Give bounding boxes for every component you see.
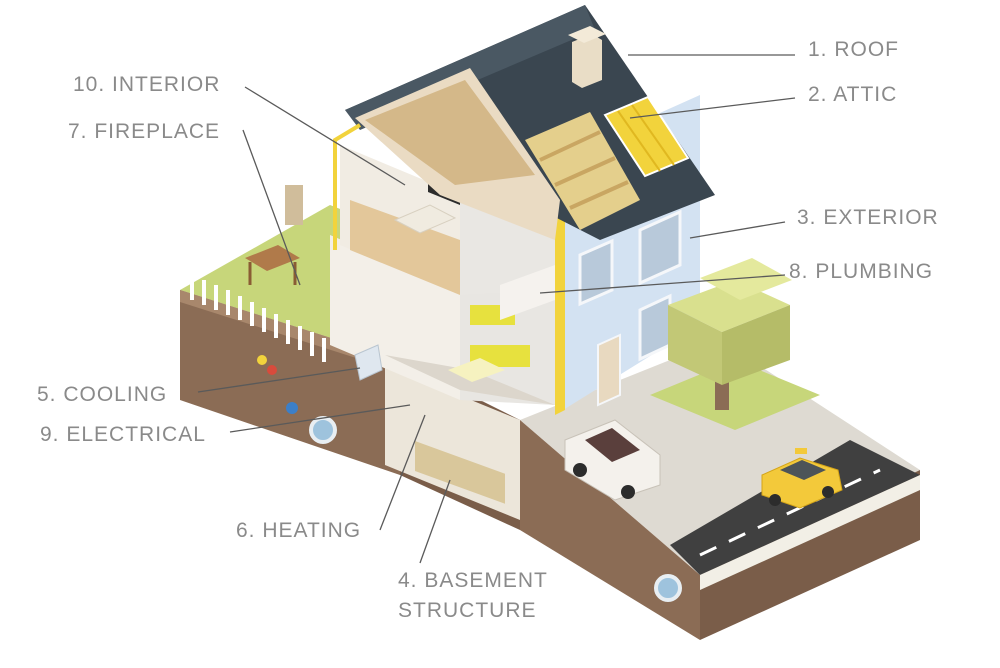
tree (650, 258, 820, 430)
label-exterior: 3. EXTERIOR (797, 206, 939, 229)
leader-basement (419, 479, 451, 564)
label-cooling: 5. COOLING (37, 383, 168, 406)
label-interior: 10. INTERIOR (73, 73, 221, 96)
roof (333, 5, 715, 250)
leader-cooling (197, 367, 361, 393)
white-car (564, 419, 661, 501)
label-fireplace: 7. FIREPLACE (68, 120, 221, 143)
taxi (761, 448, 843, 509)
leader-electrical (229, 404, 411, 433)
leader-interior (244, 86, 406, 186)
label-roof: 1. ROOF (808, 38, 900, 61)
leader-fireplace (242, 129, 301, 286)
label-heating: 6. HEATING (236, 519, 362, 542)
label-attic: 2. ATTIC (808, 83, 898, 106)
label-plumbing: 8. PLUMBING (789, 260, 934, 283)
label-electrical: 9. ELECTRICAL (40, 423, 206, 446)
label-basement-structure: 4. BASEMENT STRUCTURE (398, 569, 548, 623)
garden-table (245, 185, 303, 285)
leader-lines (197, 54, 796, 564)
leader-exterior (689, 221, 786, 239)
leader-attic (629, 97, 796, 119)
leader-heating (379, 414, 426, 531)
leader-plumbing (539, 274, 786, 294)
